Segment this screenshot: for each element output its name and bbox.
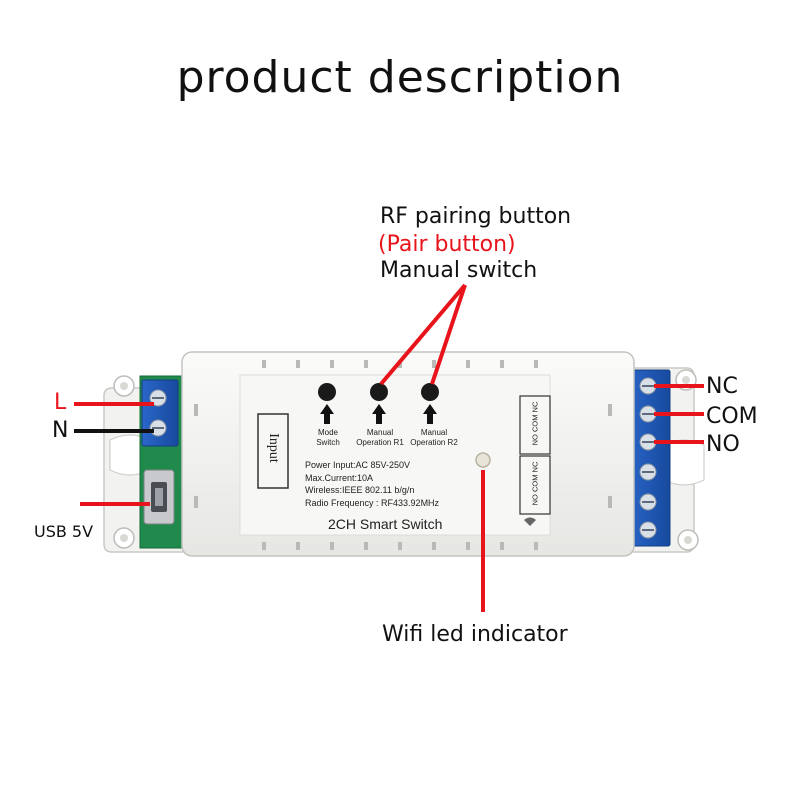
spec-wireless: Wireless:IEEE 802.11 b/g/n	[305, 485, 415, 495]
spec-current: Max.Current:10A	[305, 472, 374, 483]
wifi-led	[475, 452, 491, 468]
product-name: 2CH Smart Switch	[328, 516, 443, 532]
wifi-led-label: Wifi led indicator	[382, 622, 568, 647]
relay-text-2: NO COM NC	[530, 461, 540, 506]
com-label: COM	[706, 404, 758, 429]
relay-label-box-1	[519, 395, 551, 455]
nc-label: NC	[706, 374, 738, 399]
no-label: NO	[706, 432, 740, 457]
input-terminal-block	[141, 379, 179, 447]
callout-lines	[74, 283, 704, 612]
input-label-box	[257, 413, 289, 489]
usb-label: USB 5V	[34, 522, 94, 541]
live-label: L	[54, 390, 67, 415]
manual-switch-label: Manual switch	[380, 258, 538, 283]
spec-power: Power Input:AC 85V-250V	[305, 460, 411, 470]
spec-radio: Radio Frequency : RF433.92MHz	[305, 497, 440, 508]
device-case	[181, 351, 635, 557]
button-dots	[318, 383, 439, 401]
page-title: product description	[176, 52, 624, 103]
neutral-label: N	[52, 418, 69, 443]
relay-text-1: NO COM NC	[530, 401, 540, 446]
usb-port	[143, 469, 175, 525]
input-text: Input	[266, 433, 281, 463]
wifi-icon	[524, 517, 536, 526]
button-arrows	[320, 404, 437, 424]
pair-button-label: (Pair button)	[378, 232, 516, 257]
spec-list: Power Input:AC 85V-250V Max.Current:10A …	[305, 459, 439, 509]
rf-pairing-label: RF pairing button	[380, 204, 572, 229]
relay-label-box-2	[519, 455, 551, 515]
